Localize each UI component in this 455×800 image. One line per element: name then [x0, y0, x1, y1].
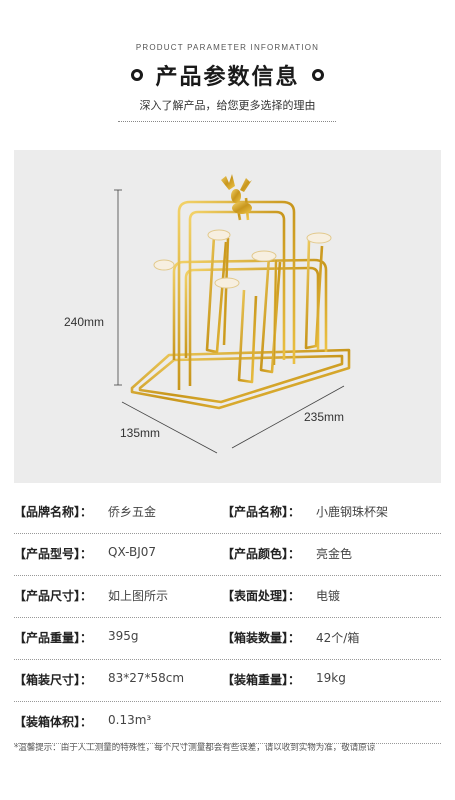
footnote: *温馨提示：由于人工测量的特殊性，每个尺寸测量都会有些误差，请以收到实物为准，敬… [14, 743, 376, 753]
page-subtitle: 深入了解产品，给您更多选择的理由 [139, 99, 316, 112]
spec-key: 【表面处理】： [222, 589, 301, 603]
cup-rack-illustration [114, 174, 351, 454]
spec-value: 电镀 [316, 589, 341, 603]
spec-row: 【产品型号】： QX-BJ07 【产品颜色】： 亮金色 [14, 534, 441, 576]
divider [118, 121, 336, 122]
spec-value: 19kg [316, 671, 346, 685]
spec-value: 侨乡五金 [108, 505, 157, 519]
product-image-panel: 240mm 135mm 235mm [14, 150, 441, 483]
width-dimension-label: 235mm [304, 410, 345, 424]
spec-row: 【装箱体积】： 0.13m³ [14, 702, 441, 744]
spec-value: QX-BJ07 [108, 545, 157, 559]
spec-row: 【产品尺寸】： 如上图所示 【表面处理】： 电镀 [14, 576, 441, 618]
spec-key: 【产品重量】： [14, 631, 93, 645]
deer-ornament-icon [221, 174, 252, 214]
spec-value: 亮金色 [316, 547, 353, 561]
spec-key: 【箱装尺寸】： [14, 673, 93, 687]
spec-row: 【产品重量】： 395g 【箱装数量】： 42个/箱 [14, 618, 441, 660]
spec-list: 【品牌名称】： 侨乡五金 【产品名称】： 小鹿钢珠杯架 【产品型号】： QX-B… [0, 492, 455, 744]
rack-frame [130, 197, 351, 410]
spec-key: 【装箱体积】： [14, 715, 93, 729]
ring-icon [311, 69, 324, 81]
ring-icon [131, 69, 144, 81]
page-title: 产品参数信息 [155, 65, 300, 90]
spec-value: 42个/箱 [316, 631, 360, 645]
spec-key: 【品牌名称】： [14, 505, 93, 519]
spec-key: 【产品颜色】： [222, 547, 301, 561]
spec-value: 0.13m³ [108, 713, 152, 727]
header-english-title: PRODUCT PARAMETER INFORMATION [135, 43, 320, 52]
title-row: 产品参数信息 [0, 58, 455, 92]
spec-key: 【产品尺寸】： [14, 589, 93, 603]
spec-value: 小鹿钢珠杯架 [316, 505, 389, 519]
dimension-lines [114, 189, 345, 454]
spec-key: 【产品名称】： [222, 505, 301, 519]
spec-key: 【装箱重量】： [222, 673, 301, 687]
spec-key: 【产品型号】： [14, 547, 93, 561]
spec-value: 83*27*58cm [108, 671, 185, 685]
spec-value: 如上图所示 [108, 589, 169, 603]
spec-row: 【箱装尺寸】： 83*27*58cm 【装箱重量】： 19kg [14, 660, 441, 702]
height-dimension-label: 240mm [64, 315, 105, 329]
cup-pads [153, 229, 332, 289]
spec-value: 395g [108, 629, 139, 643]
spec-row: 【品牌名称】： 侨乡五金 【产品名称】： 小鹿钢珠杯架 [14, 492, 441, 534]
spec-key: 【箱装数量】： [222, 631, 301, 645]
depth-dimension-label: 135mm [120, 426, 161, 440]
